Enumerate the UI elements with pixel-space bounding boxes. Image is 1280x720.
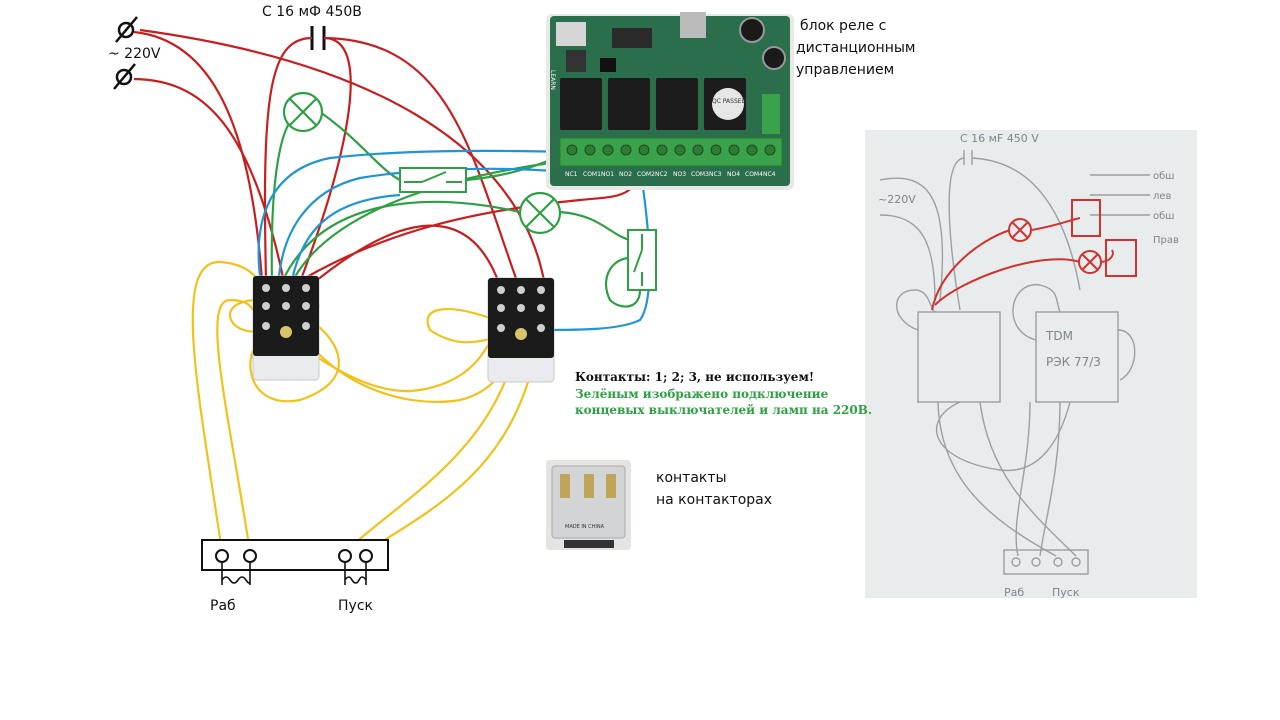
lamp-2-icon	[518, 191, 562, 235]
sketch-out-3: обш	[1153, 211, 1174, 222]
sketch-contactor-model: РЭК 77/3	[1046, 355, 1101, 369]
terminal-label: NO2	[619, 171, 632, 178]
qc-badge: QC PASSED	[712, 98, 747, 105]
relay-board-terminal-labels: NC1 COM1 NO1 NO2 COM2 NC2 NO3 COM3 NC3 N…	[565, 171, 776, 178]
sketch-work-label: Раб	[1004, 586, 1024, 599]
terminal-label: COM4	[745, 171, 763, 178]
terminal-label: NC3	[709, 171, 722, 178]
relay-board: LEARN QC PASSED	[546, 12, 794, 190]
terminal-label: NC1	[565, 171, 578, 178]
sketch-out-1: обш	[1153, 171, 1174, 182]
voltage-label: ~ 220V	[108, 46, 161, 62]
contacts-label-line2: на контакторах	[656, 492, 773, 508]
terminal-label: NO4	[727, 171, 740, 178]
start-winding-label: Пуск	[338, 598, 373, 614]
sketch-out-2: лев	[1153, 191, 1172, 202]
capacitor-label: C 16 мФ 450В	[262, 4, 362, 20]
relay-photo-marking: MADE IN CHINA	[565, 524, 605, 530]
note-line-1: Контакты: 1; 2; 3, не используем!	[575, 370, 815, 384]
mains-terminal-top	[115, 16, 138, 43]
learn-label: LEARN	[549, 70, 556, 90]
terminal-label: NC4	[763, 171, 776, 178]
limit-switch-2-icon	[627, 229, 657, 291]
relay-block-title-line1: блок реле с	[800, 18, 887, 34]
motor-terminal-bar	[201, 539, 389, 585]
note-line-3: концевых выключателей и ламп на 220В.	[575, 403, 873, 417]
terminal-label: NC2	[655, 171, 668, 178]
sketch-out-4: Прав	[1153, 235, 1179, 246]
terminal-label: COM1	[583, 171, 601, 178]
work-winding-label: Раб	[210, 598, 236, 614]
relay-block-title-line2: дистанционным	[796, 40, 916, 56]
sketch-voltage-label: ~220V	[878, 193, 916, 206]
relay-block-title-line3: управлением	[796, 62, 895, 78]
terminal-label: COM3	[691, 171, 709, 178]
contacts-label-line1: контакты	[656, 470, 727, 486]
terminal-label: NO1	[601, 171, 614, 178]
terminal-label: COM2	[637, 171, 655, 178]
contactor-1	[252, 275, 320, 381]
capacitor-symbol	[310, 26, 326, 50]
terminal-label: NO3	[673, 171, 686, 178]
limit-switch-1-icon	[399, 167, 467, 193]
relay-photo: MADE IN CHINA	[546, 460, 631, 550]
sketch-photo: C 16 мF 450 V ~220V обш лев обш Прав ТDМ…	[865, 130, 1197, 599]
sketch-capacitor-label: C 16 мF 450 V	[960, 132, 1039, 145]
sketch-contactor-brand: ТDМ	[1045, 329, 1073, 343]
lamp-1-icon	[282, 91, 324, 133]
note-line-2: Зелёным изображено подключение	[575, 387, 829, 401]
sketch-start-label: Пуск	[1052, 586, 1080, 599]
mains-terminal-bottom	[113, 63, 136, 90]
contactor-2	[487, 277, 555, 383]
